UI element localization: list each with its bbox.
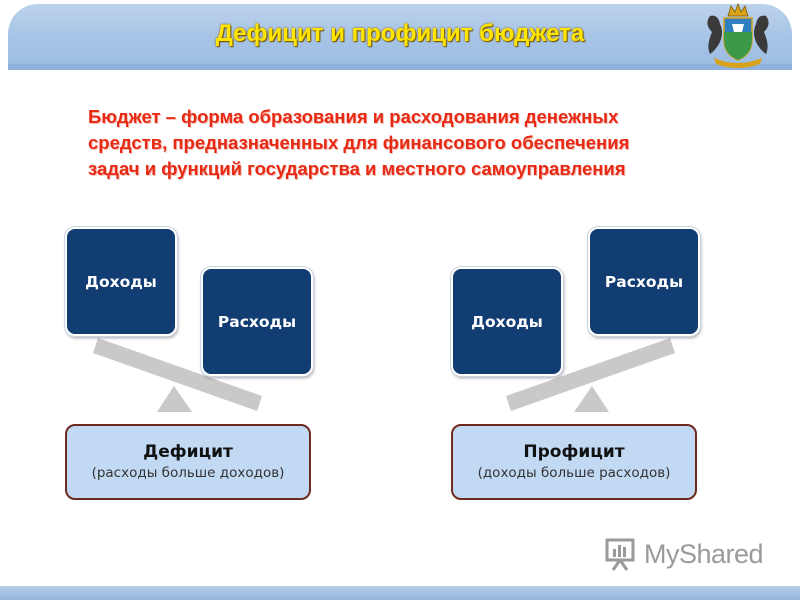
surplus-beam <box>506 338 675 411</box>
surplus-expense-block: Расходы <box>588 227 700 336</box>
deficit-income-block: Доходы <box>65 227 177 336</box>
presentation-board-icon <box>605 538 635 571</box>
surplus-fulcrum <box>574 386 609 412</box>
definition-line-2: средств, предназначенных для финансового… <box>88 132 630 153</box>
budget-definition: Бюджет – форма образования и расходовани… <box>88 104 748 182</box>
surplus-subtitle: (доходы больше расходов) <box>477 465 671 481</box>
deficit-beam <box>93 338 262 411</box>
header-bar: Дефицит и профицит бюджета <box>8 4 792 66</box>
surplus-expense-label: Расходы <box>604 272 684 291</box>
deficit-expense-label: Расходы <box>217 312 297 331</box>
definition-line-3: задач и функций государства и местного с… <box>88 158 626 179</box>
definition-line-1: Бюджет – форма образования и расходовани… <box>88 106 619 127</box>
deficit-subtitle: (расходы больше доходов) <box>91 465 285 481</box>
deficit-expense-block: Расходы <box>201 267 313 376</box>
header-underline <box>8 64 792 70</box>
page-title: Дефицит и профицит бюджета <box>215 20 585 47</box>
footer-bar <box>0 586 800 600</box>
watermark: MyShared <box>604 534 774 574</box>
deficit-title: Дефицит <box>143 442 233 462</box>
deficit-fulcrum <box>157 386 192 412</box>
coat-of-arms-icon <box>707 2 769 68</box>
surplus-label-box: Профицит (доходы больше расходов) <box>451 424 697 500</box>
surplus-income-block: Доходы <box>451 267 563 376</box>
deficit-income-label: Доходы <box>85 272 157 291</box>
surplus-income-label: Доходы <box>471 312 543 331</box>
watermark-text: MyShared <box>644 538 764 569</box>
surplus-title: Профицит <box>523 442 625 462</box>
deficit-label-box: Дефицит (расходы больше доходов) <box>65 424 311 500</box>
